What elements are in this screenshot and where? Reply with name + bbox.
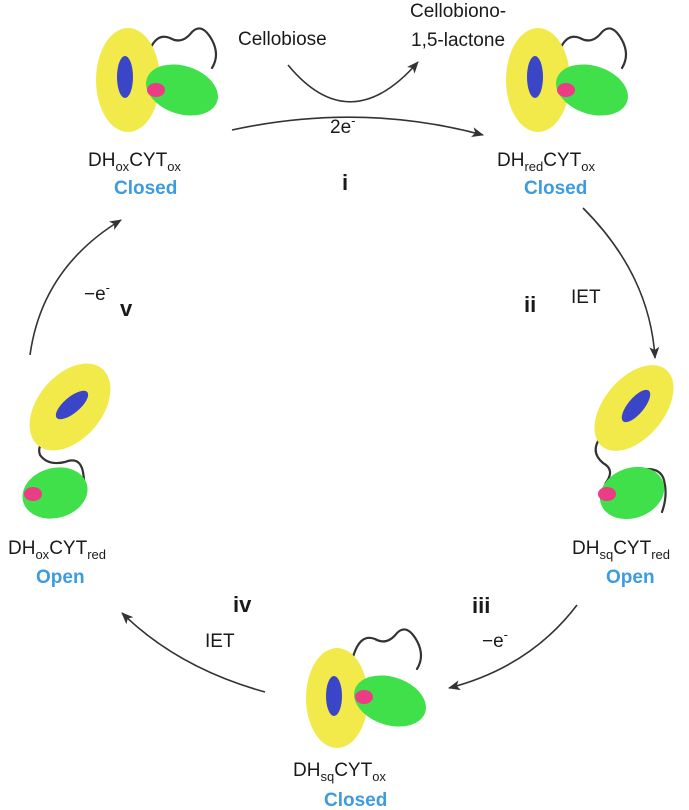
cytochrome-domain-top-right bbox=[556, 64, 628, 116]
product-label-line1: Cellobiono- bbox=[410, 1, 506, 22]
conformation-right: Open bbox=[606, 567, 655, 588]
linker-bottom bbox=[351, 628, 423, 671]
state-label-top-left: DHoxCYTox bbox=[88, 150, 181, 174]
step-iv-label: IET bbox=[205, 631, 235, 652]
cytochrome-domain-top-left bbox=[146, 64, 218, 116]
enzyme-left-open bbox=[22, 363, 111, 519]
arrow-step-i bbox=[231, 116, 484, 137]
conformation-left: Open bbox=[36, 567, 85, 588]
heme-right bbox=[598, 487, 616, 501]
fad-cofactor-left bbox=[55, 390, 89, 420]
fad-cofactor-right bbox=[621, 389, 651, 423]
step-v-label: −e- bbox=[84, 280, 110, 305]
state-label-left: DHoxCYTred bbox=[8, 538, 106, 562]
enzyme-top-right-closed bbox=[506, 27, 628, 132]
enzyme-top-left-closed bbox=[96, 27, 218, 132]
fad-cofactor-bottom bbox=[326, 676, 342, 716]
conformation-top-left: Closed bbox=[114, 178, 177, 199]
fad-cofactor-top-right bbox=[527, 56, 543, 98]
step-iii-label: −e- bbox=[482, 627, 508, 652]
arrow-step-ii bbox=[582, 207, 660, 359]
enzyme-right-open bbox=[594, 365, 674, 520]
cytochrome-domain-bottom bbox=[354, 675, 426, 727]
heme-top-right bbox=[557, 83, 575, 97]
substrate-label: Cellobiose bbox=[238, 29, 327, 50]
state-label-top-right: DHredCYTox bbox=[497, 150, 595, 174]
cytochrome-domain-right bbox=[599, 466, 665, 520]
fad-cofactor-top-left bbox=[117, 56, 133, 98]
arrow-step-iii bbox=[448, 604, 578, 691]
conformation-bottom: Closed bbox=[324, 790, 387, 810]
cytochrome-domain-left bbox=[22, 467, 88, 519]
step-v-numeral: v bbox=[120, 296, 133, 321]
electrons-label: 2e- bbox=[330, 113, 355, 138]
conformation-top-right: Closed bbox=[524, 178, 587, 199]
step-ii-label: IET bbox=[571, 287, 601, 308]
state-label-bottom: DHsqCYTox bbox=[293, 760, 386, 784]
heme-top-left bbox=[147, 83, 165, 97]
heme-bottom bbox=[355, 690, 373, 704]
enzyme-bottom-closed bbox=[306, 628, 426, 748]
step-ii-numeral: ii bbox=[524, 292, 536, 317]
heme-left bbox=[24, 487, 42, 501]
step-iii-numeral: iii bbox=[472, 593, 490, 618]
linker-top-left bbox=[146, 27, 218, 70]
state-label-right: DHsqCYTred bbox=[572, 538, 670, 562]
step-i-numeral: i bbox=[342, 170, 348, 195]
arrow-step-v bbox=[29, 219, 122, 356]
step-iv-numeral: iv bbox=[233, 592, 252, 617]
arrow-step-iv bbox=[121, 612, 266, 693]
arrow-substrate-to-product bbox=[287, 61, 419, 103]
linker-top-right bbox=[556, 27, 628, 70]
product-label-line2: 1,5-lactone bbox=[411, 30, 505, 51]
